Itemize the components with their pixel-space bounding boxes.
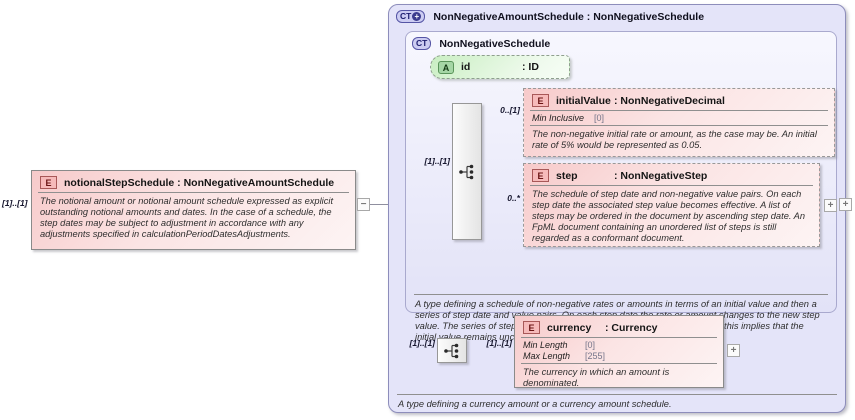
facet-value: [255] bbox=[585, 351, 606, 361]
currency-expand-toggle[interactable]: + bbox=[727, 344, 740, 357]
divider bbox=[397, 394, 837, 395]
divider bbox=[38, 192, 349, 193]
element-type: : NonNegativeStep bbox=[614, 169, 708, 182]
cardinality-base-sequence: [1]..[1] bbox=[424, 156, 451, 166]
sequence-icon bbox=[459, 164, 474, 179]
collapse-toggle[interactable]: − bbox=[357, 198, 370, 211]
divider bbox=[530, 110, 828, 111]
element-icon: E bbox=[40, 176, 57, 189]
element-documentation: The currency in which an amount is denom… bbox=[523, 367, 670, 388]
sequence-compositor[interactable] bbox=[452, 103, 482, 240]
element-documentation: The schedule of step date and non-negati… bbox=[532, 189, 806, 243]
attribute-id[interactable]: A id : ID bbox=[430, 55, 570, 79]
basetype-title: NonNegativeSchedule bbox=[439, 37, 551, 50]
cardinality-initialvalue: 0..[1] bbox=[500, 105, 520, 115]
connector-left-element-to-container bbox=[370, 204, 400, 205]
element-icon: E bbox=[523, 321, 540, 334]
element-type: : Currency bbox=[605, 321, 658, 334]
facet-label: Min Length bbox=[523, 340, 568, 350]
divider bbox=[521, 363, 717, 364]
divider bbox=[530, 185, 813, 186]
sequence-icon bbox=[444, 343, 459, 358]
divider bbox=[530, 125, 828, 126]
sequence-compositor[interactable] bbox=[437, 338, 467, 363]
divider bbox=[414, 294, 828, 295]
divider bbox=[521, 337, 717, 338]
element-step[interactable]: E step : NonNegativeStep The schedule of … bbox=[523, 163, 820, 247]
container-expand-toggle[interactable]: + bbox=[839, 198, 852, 211]
facet-label: Max Length bbox=[523, 351, 571, 361]
element-documentation: The notional amount or notional amount s… bbox=[40, 196, 334, 239]
facet-row: Min Inclusive [0] bbox=[532, 113, 826, 124]
complextype-documentation: A type defining a currency amount or a c… bbox=[398, 399, 672, 409]
element-title: notionalStepSchedule : NonNegativeAmount… bbox=[64, 176, 335, 189]
element-name: initialValue bbox=[556, 94, 611, 107]
element-initialvalue[interactable]: E initialValue: NonNegativeDecimal Min I… bbox=[523, 88, 835, 157]
step-expand-toggle[interactable]: + bbox=[824, 199, 837, 212]
complextype-title: NonNegativeAmountSchedule : NonNegativeS… bbox=[433, 10, 705, 23]
element-icon: E bbox=[532, 169, 549, 182]
element-documentation: The non-negative initial rate or amount,… bbox=[532, 129, 817, 150]
facet-value: [0] bbox=[594, 113, 605, 123]
derivation-plus-icon: + bbox=[412, 12, 422, 21]
element-icon: E bbox=[532, 94, 549, 107]
attribute-icon: A bbox=[438, 60, 454, 74]
attribute-type: : ID bbox=[522, 61, 539, 73]
cardinality-currency: [1]..[1] bbox=[486, 338, 513, 348]
facet-value: [0] bbox=[585, 340, 596, 350]
element-currency[interactable]: E currency : Currency Min Length [0] Max … bbox=[514, 315, 724, 388]
cardinality-extension-sequence: [1]..[1] bbox=[409, 338, 436, 348]
facet-row: Max Length [255] bbox=[523, 351, 715, 362]
element-name: step bbox=[556, 169, 578, 182]
element-type: : NonNegativeDecimal bbox=[614, 94, 725, 107]
facet-row: Min Length [0] bbox=[523, 340, 715, 351]
element-notionalstepschedule[interactable]: E notionalStepSchedule : NonNegativeAmou… bbox=[31, 170, 356, 250]
complextype-derived-icon: CT + bbox=[396, 10, 426, 23]
facet-label: Min Inclusive bbox=[532, 113, 585, 123]
element-name: currency bbox=[547, 321, 592, 334]
attribute-name: id bbox=[461, 61, 471, 73]
cardinality-step: 0..* bbox=[507, 193, 520, 203]
complextype-icon: CT bbox=[412, 37, 432, 50]
cardinality-notionalstepschedule: [1]..[1] bbox=[2, 198, 28, 208]
